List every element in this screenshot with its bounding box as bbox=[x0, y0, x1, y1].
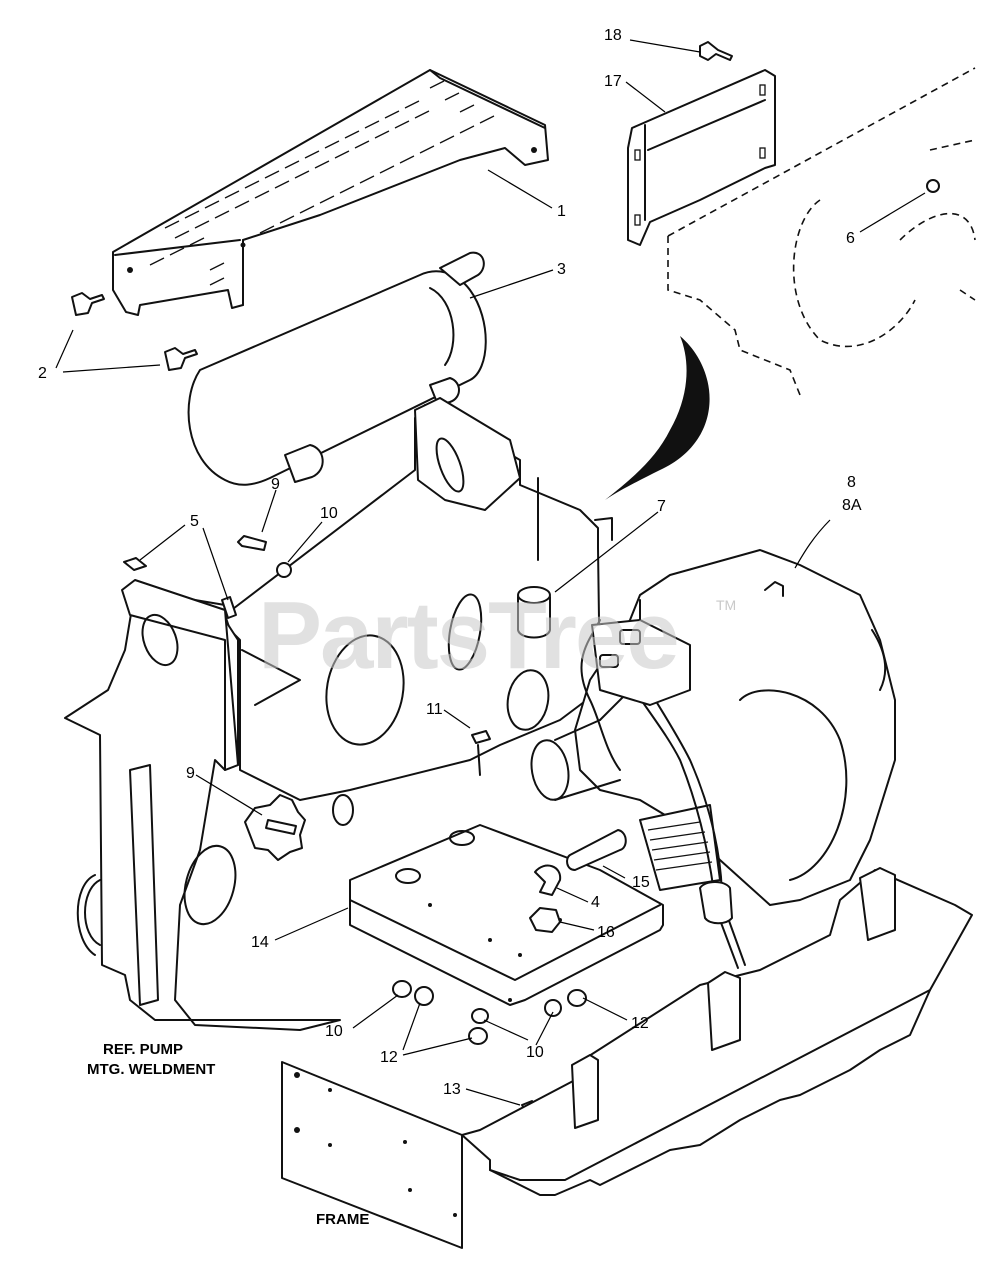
callout-7: 7 bbox=[657, 498, 666, 515]
callout-2: 2 bbox=[38, 365, 47, 382]
pump-plate bbox=[349, 824, 664, 1006]
screw-9-top bbox=[237, 535, 267, 551]
callout-1: 1 bbox=[557, 203, 566, 220]
label-frame: FRAME bbox=[316, 1211, 369, 1228]
callout-10-left: 10 bbox=[325, 1023, 343, 1040]
callout-12-right: 12 bbox=[631, 1015, 649, 1032]
callout-18: 18 bbox=[604, 27, 622, 44]
callout-11: 11 bbox=[426, 701, 443, 718]
muffler bbox=[187, 251, 487, 486]
engine-outline-dashed bbox=[667, 67, 976, 396]
pump-mounting-weldment bbox=[64, 579, 341, 1031]
callout-9-top: 9 bbox=[271, 476, 280, 493]
watermark-trademark: TM bbox=[716, 597, 736, 613]
callout-9-mid: 9 bbox=[186, 765, 195, 782]
muffler-guard bbox=[112, 69, 549, 316]
callout-4: 4 bbox=[591, 894, 600, 911]
bolt-6 bbox=[926, 179, 940, 193]
callout-13: 13 bbox=[443, 1081, 461, 1098]
label-mtg-weldment: MTG. WELDMENT bbox=[87, 1061, 215, 1078]
star-washer-9 bbox=[244, 794, 306, 861]
fasteners-lower bbox=[392, 980, 587, 1045]
callout-5: 5 bbox=[190, 513, 199, 530]
plug-7 bbox=[517, 586, 551, 639]
callout-17: 17 bbox=[604, 73, 622, 90]
leader-lines bbox=[55, 39, 926, 1106]
elbow-4 bbox=[534, 864, 562, 896]
callout-15: 15 bbox=[632, 874, 650, 891]
callouts: 1 2 3 4 5 6 7 8 8A 9 9 10 10 10 11 12 12… bbox=[38, 27, 862, 1098]
callout-3: 3 bbox=[557, 261, 566, 278]
mounting-plate bbox=[224, 397, 613, 826]
callout-6: 6 bbox=[846, 230, 855, 247]
callout-14: 14 bbox=[251, 934, 269, 951]
callout-10-right: 10 bbox=[526, 1044, 544, 1061]
screw-2 bbox=[71, 292, 198, 371]
callout-12-left: 12 bbox=[380, 1049, 398, 1066]
watermark-text: PartsTree bbox=[258, 582, 678, 689]
label-ref-pump: REF. PUMP bbox=[103, 1041, 183, 1058]
callout-10-top: 10 bbox=[320, 505, 338, 522]
washer-10-top bbox=[276, 562, 292, 578]
bracket bbox=[627, 69, 776, 246]
frame bbox=[281, 867, 973, 1249]
assembly-arrow bbox=[605, 336, 710, 500]
callout-8: 8 bbox=[847, 474, 856, 491]
callout-16: 16 bbox=[597, 924, 615, 941]
screw-11 bbox=[471, 730, 491, 776]
callout-8a: 8A bbox=[842, 497, 862, 514]
screw-18 bbox=[699, 41, 733, 61]
wiring-harness bbox=[580, 619, 746, 969]
tube-15 bbox=[566, 829, 627, 871]
